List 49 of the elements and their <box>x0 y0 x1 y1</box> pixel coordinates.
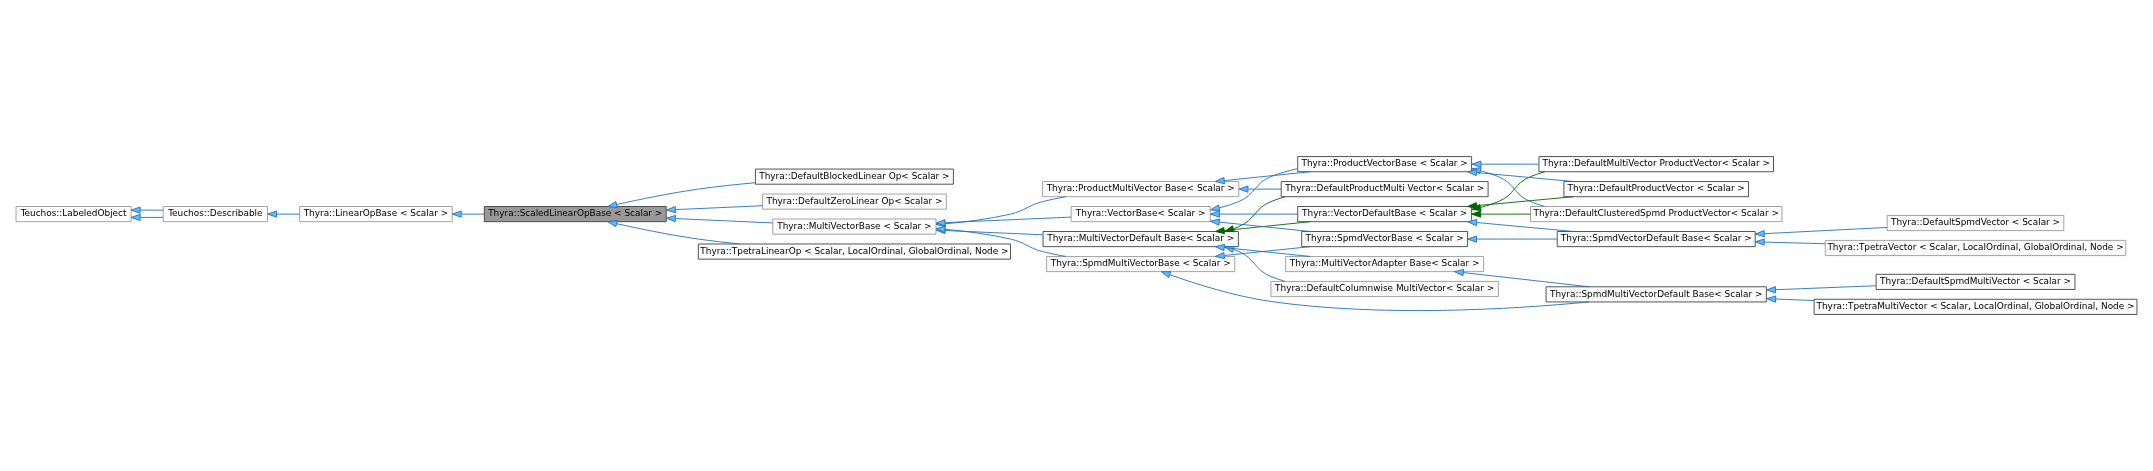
node-box: Thyra::TpetraVector < Scalar, LocalOrdinal, GlobalOrdinal, Node > <box>1824 239 2127 256</box>
node-box: Thyra::DefaultColumnwise MultiVector< Scalar > <box>1270 281 1499 298</box>
node-box: Thyra::DefaultProductMulti Vector< Scalar > <box>1280 181 1489 198</box>
arrow <box>1471 160 1539 168</box>
arrow <box>1454 269 1590 288</box>
node-box: Thyra::DefaultSpmdMultiVector < Scalar > <box>1875 273 2076 290</box>
arrow <box>1238 185 1282 193</box>
arrow <box>666 205 763 214</box>
arrow <box>1210 168 1298 212</box>
arrow <box>607 182 756 209</box>
node-box: Teuchos::Describable <box>162 206 268 223</box>
node-box: Thyra::MultiVectorBase < Scalar > <box>772 218 937 235</box>
arrow <box>1214 171 1311 185</box>
node-box: Thyra::DefaultMultiVector ProductVector< Scalar > <box>1538 156 1774 173</box>
node-box: Thyra::LinearOpBase < Scalar > <box>299 206 453 223</box>
arrow <box>1754 227 1888 238</box>
node-box: Thyra::TpetraMultiVector < Scalar, LocalOrdinal, GlobalOrdinal, Node > <box>1813 298 2138 315</box>
arrow <box>451 210 485 218</box>
node-box: Thyra::SpmdMultiVectorBase < Scalar > <box>1046 256 1236 273</box>
arrow <box>1766 295 1815 303</box>
node-box: Thyra::DefaultSpmdVector < Scalar > <box>1886 215 2065 232</box>
arrow <box>267 210 301 218</box>
node-box: Thyra::VectorDefaultBase < Scalar > <box>1297 206 1473 223</box>
arrow <box>1210 210 1298 218</box>
arrow <box>1467 218 1574 232</box>
node-box: Thyra::DefaultProductVector < Scalar > <box>1563 181 1749 198</box>
node-box: Thyra::DefaultClusteredSpmd ProductVector< Scalar > <box>1530 206 1783 223</box>
arrow <box>666 215 773 224</box>
node-box: Thyra::ProductVectorBase < Scalar > <box>1297 156 1473 173</box>
node-box: Thyra::ProductMultiVector Base< Scalar > <box>1042 181 1240 198</box>
arrow <box>1467 235 1558 243</box>
arrow <box>130 213 164 221</box>
node-box: Thyra::DefaultBlockedLinear Op< Scalar > <box>754 168 954 185</box>
node-box: Thyra::TpetraLinearOp < Scalar, LocalOrdinal, GlobalOrdinal, Node > <box>697 243 1011 260</box>
node-box: Thyra::MultiVectorAdapter Base< Scalar > <box>1285 256 1485 273</box>
node-box: Thyra::DefaultZeroLinear Op< Scalar > <box>762 193 947 210</box>
arrow <box>607 220 740 245</box>
arrow <box>1160 271 1590 312</box>
node-box: Thyra::MultiVectorDefault Base< Scalar > <box>1042 231 1239 248</box>
node-box: Thyra::SpmdVectorBase < Scalar > <box>1301 231 1469 248</box>
arrow <box>130 206 164 214</box>
node-box: Thyra::VectorBase< Scalar > <box>1070 206 1211 223</box>
node-box: Thyra::SpmdMultiVectorDefault Base< Scalar > <box>1545 286 1767 303</box>
arrow <box>1754 238 1826 246</box>
node-box: Teuchos::LabeledObject <box>15 206 132 223</box>
arrow <box>1471 210 1531 218</box>
node-box: Thyra::SpmdVectorDefault Base< Scalar > <box>1556 231 1756 248</box>
arrow <box>1766 285 1877 294</box>
node-box: Thyra::ScaledLinearOpBase < Scalar > <box>483 206 667 223</box>
